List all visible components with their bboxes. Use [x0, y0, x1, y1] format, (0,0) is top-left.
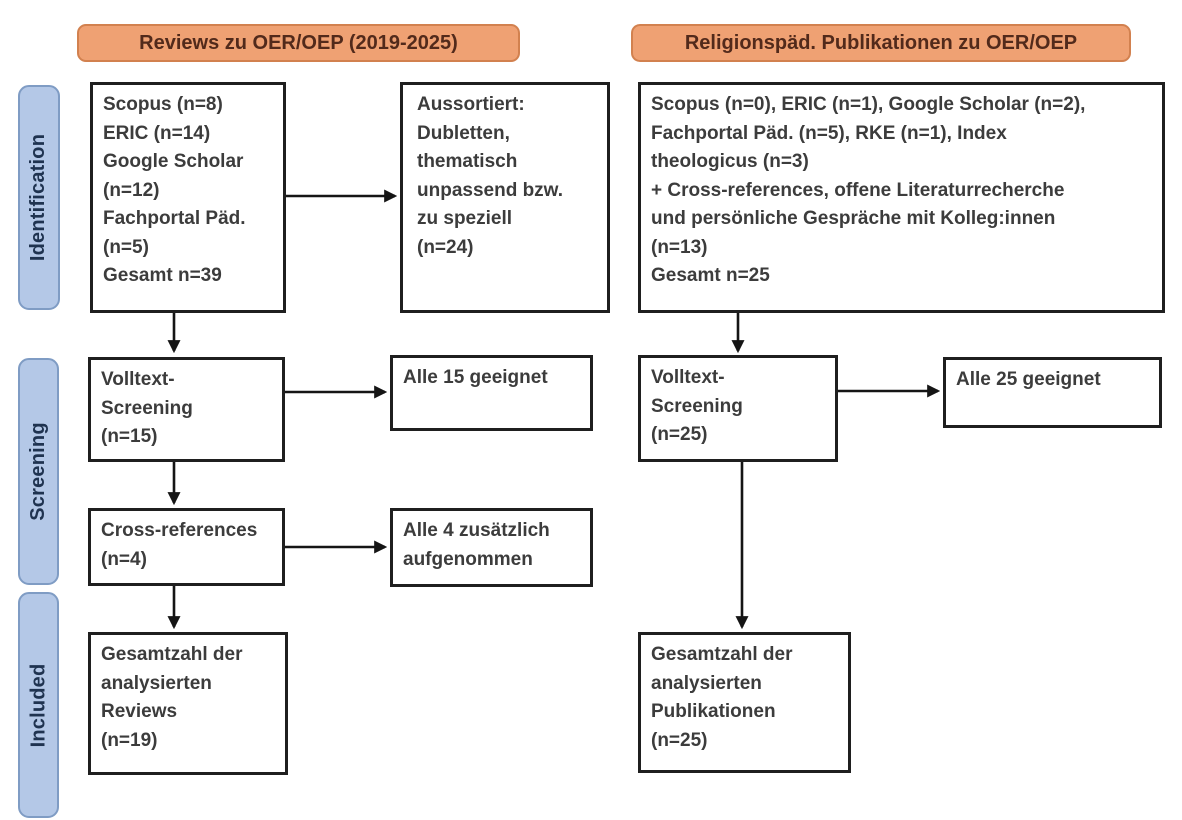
- box-reviews-sources: Scopus (n=8) ERIC (n=14) Google Scholar …: [90, 82, 286, 313]
- box-reviews-fulltext-screening: Volltext- Screening (n=15): [88, 357, 285, 462]
- column-header-religionspaed: Religionspäd. Publikationen zu OER/OEP: [631, 24, 1131, 62]
- box-reviews-fulltext-result: Alle 15 geeignet: [390, 355, 593, 431]
- column-header-reviews-label: Reviews zu OER/OEP (2019-2025): [139, 31, 458, 54]
- box-relpaed-fulltext-result: Alle 25 geeignet: [943, 357, 1162, 428]
- box-reviews-excluded: Aussortiert: Dubletten, thematisch unpas…: [400, 82, 610, 313]
- stage-label-screening: Screening: [18, 358, 59, 585]
- stage-label-identification: Identification: [18, 85, 60, 310]
- stage-label-identification-text: Identification: [27, 133, 50, 262]
- stage-label-included: Included: [18, 592, 59, 818]
- column-header-reviews: Reviews zu OER/OEP (2019-2025): [77, 24, 520, 62]
- box-reviews-included-total: Gesamtzahl der analysierten Reviews (n=1…: [88, 632, 288, 775]
- column-header-religionspaed-label: Religionspäd. Publikationen zu OER/OEP: [684, 31, 1078, 54]
- box-reviews-crossref-result: Alle 4 zusätzlich aufgenommen: [390, 508, 593, 587]
- box-relpaed-fulltext-screening: Volltext- Screening (n=25): [638, 355, 838, 462]
- box-relpaed-sources: Scopus (n=0), ERIC (n=1), Google Scholar…: [638, 82, 1165, 313]
- box-relpaed-included-total: Gesamtzahl der analysierten Publikatione…: [638, 632, 851, 773]
- stage-label-included-text: Included: [27, 663, 50, 747]
- box-reviews-crossreferences: Cross-references (n=4): [88, 508, 285, 586]
- stage-label-screening-text: Screening: [27, 422, 49, 521]
